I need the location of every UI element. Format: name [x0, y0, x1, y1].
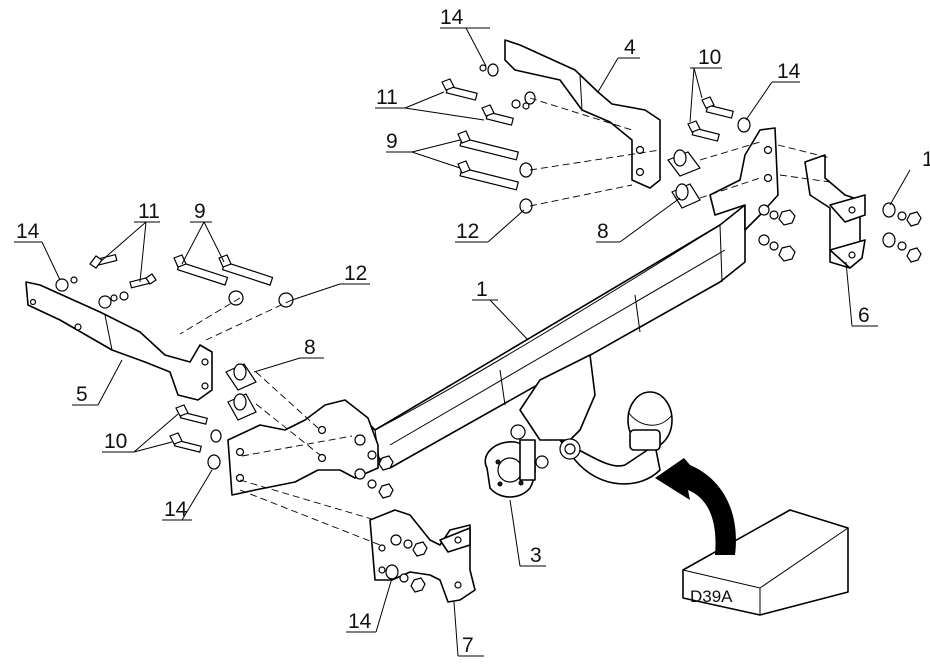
right-mount-plate: [709, 127, 779, 231]
label-part-7: 7: [462, 634, 474, 657]
bracket-6: [804, 154, 866, 269]
socket-plate: [484, 424, 549, 498]
bracket-7: [369, 509, 476, 603]
package-code-label: D39A: [690, 587, 733, 606]
label-part-9-top: 9: [386, 130, 398, 153]
curved-arrow-icon: [655, 458, 736, 555]
d39a-package: D39A: [682, 509, 849, 616]
label-part-14-bottom: 14: [348, 610, 372, 633]
label-part-14-left-lower: 14: [164, 498, 188, 521]
alignment-lines: [179, 97, 831, 546]
bracket-5: [25, 281, 213, 401]
label-part-10-left: 10: [104, 430, 127, 453]
label-part-11-left: 11: [138, 200, 160, 223]
bracket-4: [504, 39, 661, 189]
left-mount-plate: [227, 399, 379, 496]
label-part-1-edge: 1: [922, 148, 930, 171]
label-part-8-left: 8: [304, 336, 316, 359]
tow-ball-neck: [519, 354, 673, 485]
label-part-14-left-upper: 14: [16, 220, 40, 243]
label-part-1: 1: [476, 278, 488, 301]
label-part-11-top: 11: [376, 86, 398, 109]
label-part-14-right: 14: [777, 60, 801, 83]
label-part-4: 4: [624, 36, 636, 59]
label-part-10-right: 10: [698, 46, 721, 69]
label-part-14-top: 14: [440, 6, 464, 29]
label-part-6: 6: [858, 304, 870, 327]
label-part-5: 5: [76, 383, 88, 406]
label-part-3: 3: [530, 544, 542, 567]
label-part-12-top: 12: [456, 220, 479, 243]
hardware: [55, 63, 922, 593]
part-labels: 14 4 11 9 12 8 10 14 1 6 1 14 11 9 12 8 …: [16, 6, 930, 657]
label-part-12-left: 12: [344, 262, 367, 285]
leader-lines: [14, 27, 911, 657]
label-part-8-top: 8: [597, 220, 609, 243]
label-part-9-left: 9: [194, 200, 206, 223]
